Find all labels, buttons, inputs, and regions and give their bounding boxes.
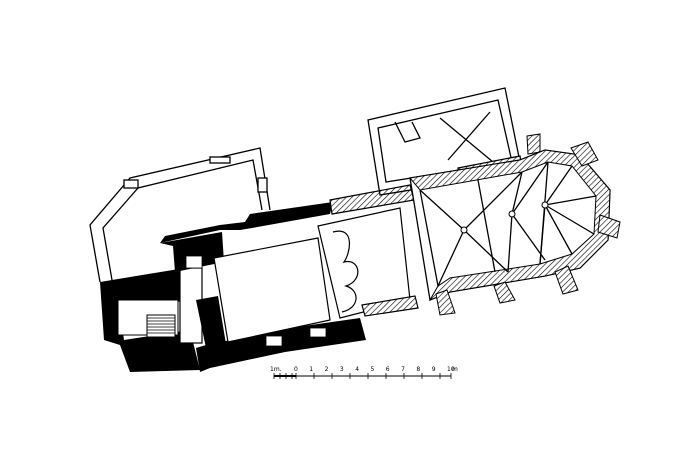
- scale-label: 8: [416, 366, 420, 373]
- buttress: [570, 141, 599, 167]
- scale-label: 10: [447, 366, 455, 373]
- scale-label: 5: [371, 366, 375, 373]
- scale-label: 1: [309, 366, 313, 373]
- west-room: [89, 147, 271, 283]
- vault-bosses: [460, 201, 549, 234]
- chancel-bay: [317, 184, 419, 319]
- scale-label: 0: [294, 366, 298, 373]
- scale-label: 3: [340, 366, 344, 373]
- scale-label: 9: [432, 366, 436, 373]
- stair-block: [146, 314, 176, 338]
- scale-label: 2: [325, 366, 329, 373]
- scale-unit-prefix: 1m.: [270, 366, 282, 373]
- buttress: [554, 265, 579, 295]
- scale-subdivision: [274, 375, 296, 377]
- buttress: [435, 289, 456, 316]
- apse: [409, 133, 621, 316]
- buttress: [526, 133, 541, 155]
- tower: [100, 267, 203, 372]
- scale-bar: 1m. 0 1 2 3 4 5 6 7 8 9 10 m: [270, 366, 458, 379]
- buttress: [493, 281, 516, 304]
- scale-label: 4: [355, 366, 359, 373]
- vault-ribs: [419, 161, 597, 287]
- nave: [160, 202, 366, 372]
- scale-unit-suffix: m: [452, 366, 458, 373]
- stair-treads: [147, 317, 175, 334]
- scale-label: 7: [401, 366, 405, 373]
- buttress: [597, 214, 621, 239]
- scale-label: 6: [386, 366, 390, 373]
